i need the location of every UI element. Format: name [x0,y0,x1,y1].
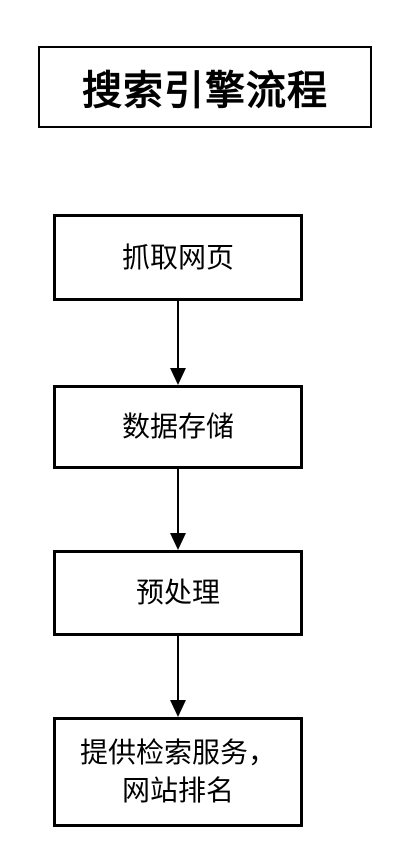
arrow-3 [170,636,186,717]
step-label-storage: 数据存储 [121,410,234,443]
title-box: 搜索引擎流程 [38,46,372,128]
step-box-retrieval: 提供检索服务，网站排名 [53,717,303,827]
step-label-retrieval: 提供检索服务，网站排名 [79,736,276,807]
step-label-preprocess: 预处理 [135,576,220,609]
arrow-2 [170,469,186,550]
step-box-preprocess: 预处理 [53,550,303,636]
arrow-1 [170,301,186,385]
diagram-title: 搜索引擎流程 [82,68,328,114]
step-label-crawl: 抓取网页 [121,240,234,274]
step-box-crawl: 抓取网页 [53,214,303,301]
step-box-storage: 数据存储 [53,385,303,469]
